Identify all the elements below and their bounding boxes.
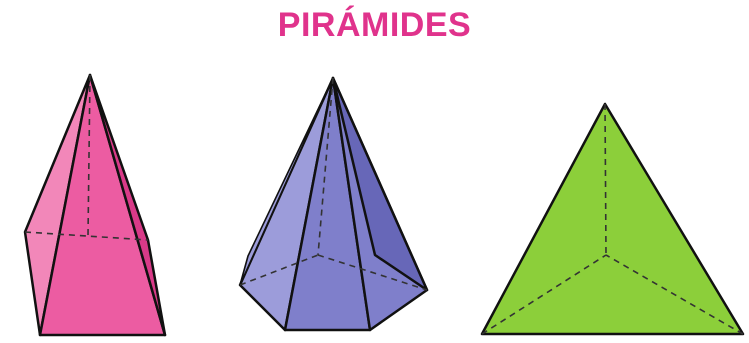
pentagonal-pyramid <box>25 75 165 335</box>
hexagonal-pyramid <box>240 78 427 330</box>
triangular-pyramid <box>482 104 743 334</box>
pyramid-3-front-face <box>482 104 743 334</box>
